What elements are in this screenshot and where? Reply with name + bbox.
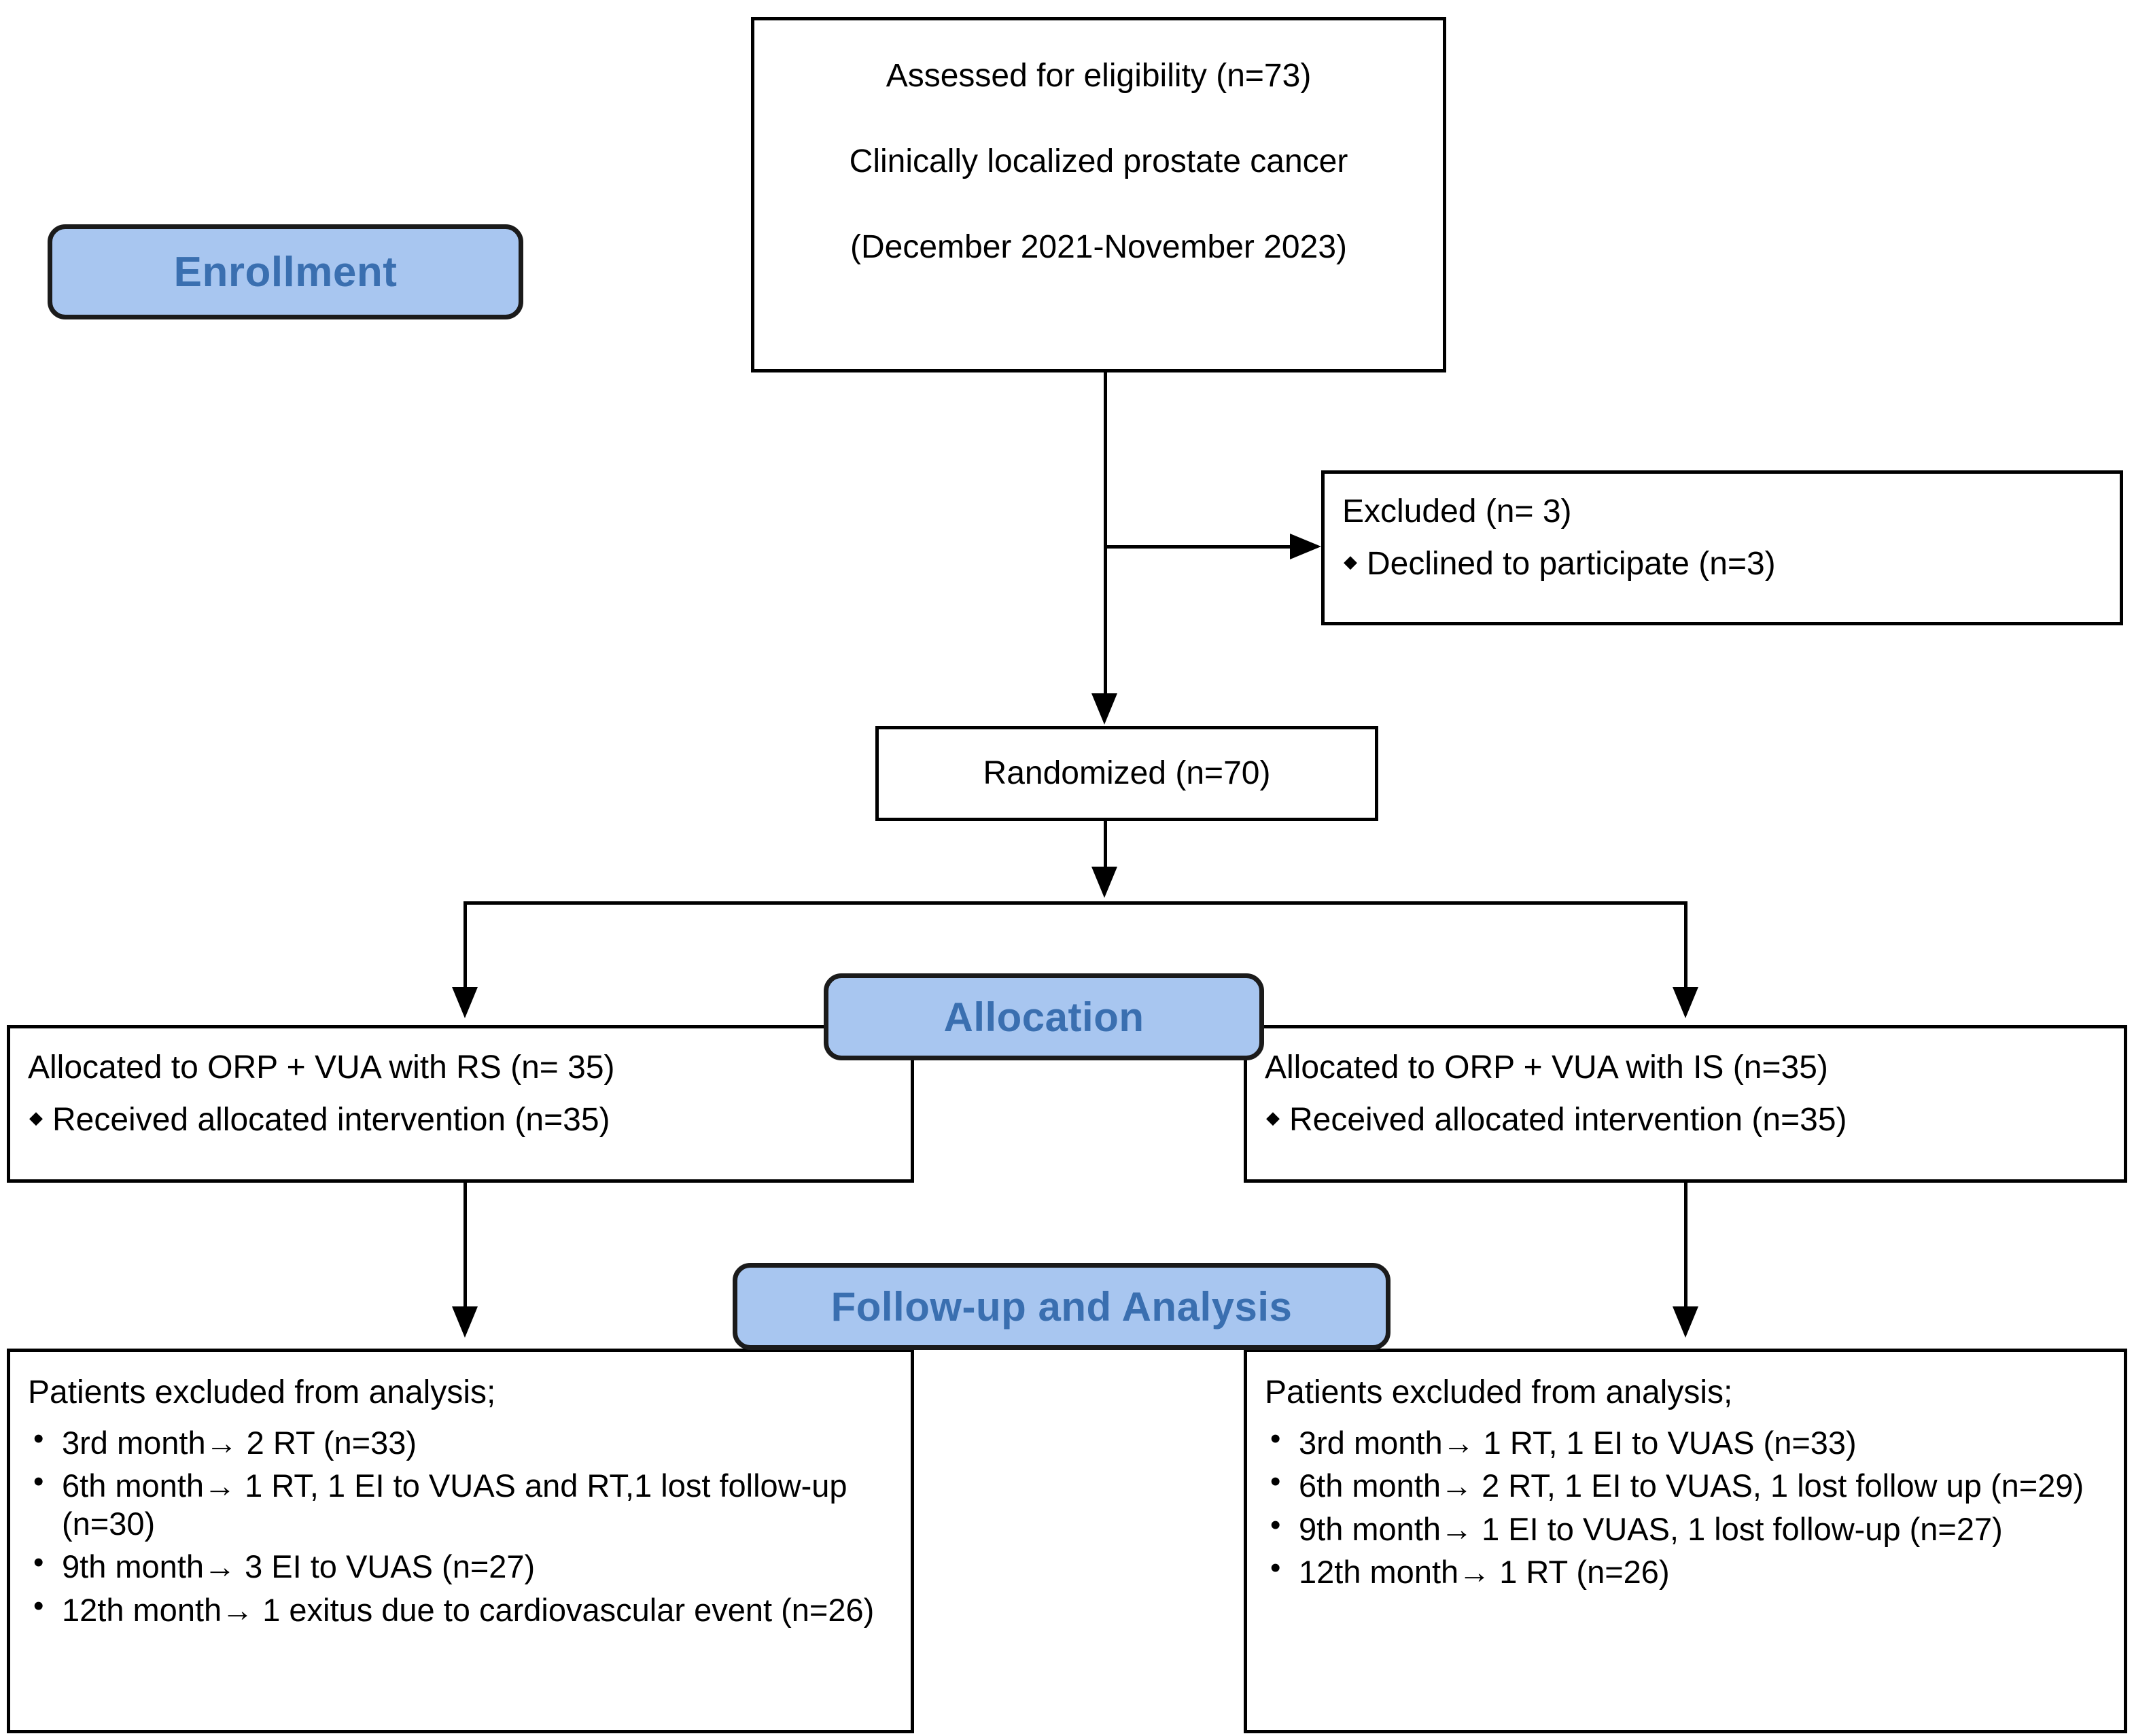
followup-box-right: Patients excluded from analysis; 3rd mon… <box>1244 1349 2127 1733</box>
connector-enrollment-to-randomized <box>1104 372 1107 710</box>
stage-badge-enrollment: Enrollment <box>48 224 523 319</box>
stage-badge-allocation: Allocation <box>824 973 1264 1060</box>
connector-to-excluded <box>1104 545 1291 549</box>
list-item: 12th month→ 1 RT (n=26) <box>1265 1550 2106 1591</box>
arrowhead-right-followup <box>1673 1306 1698 1338</box>
randomized-box: Randomized (n=70) <box>875 726 1378 821</box>
followup-left-heading: Patients excluded from analysis; <box>28 1374 496 1410</box>
allocation-right-heading: Allocated to ORP + VUA with IS (n=35) <box>1265 1049 1828 1086</box>
stage-badge-enrollment-label: Enrollment <box>173 248 398 296</box>
connector-right-allocation-to-followup <box>1684 1183 1687 1312</box>
arrowhead-randomized-split <box>1091 867 1117 898</box>
list-item: Received allocated intervention (n=35) <box>28 1103 893 1137</box>
list-item: Received allocated intervention (n=35) <box>1265 1103 2106 1137</box>
list-item: 6th month→ 1 RT, 1 EI to VUAS and RT,1 l… <box>28 1464 893 1542</box>
stage-badge-allocation-label: Allocation <box>943 994 1144 1040</box>
stage-badge-followup-label: Follow-up and Analysis <box>830 1283 1293 1330</box>
connector-split-left-drop <box>463 901 467 991</box>
connector-randomized-stem <box>1104 821 1107 874</box>
arrowhead-to-randomized <box>1091 693 1117 725</box>
allocation-left-heading: Allocated to ORP + VUA with RS (n= 35) <box>28 1049 615 1086</box>
enrollment-line-2: Clinically localized prostate cancer <box>849 143 1348 179</box>
enrollment-line-3: (December 2021-November 2023) <box>850 229 1347 265</box>
allocation-box-left: Allocated to ORP + VUA with RS (n= 35) R… <box>7 1025 914 1183</box>
arrowhead-to-excluded <box>1290 534 1321 559</box>
connector-left-allocation-to-followup <box>463 1183 467 1312</box>
list-item: Declined to participate (n=3) <box>1342 546 2102 581</box>
connector-split-right-drop <box>1684 901 1687 991</box>
followup-box-left: Patients excluded from analysis; 3rd mon… <box>7 1349 914 1733</box>
allocation-box-right: Allocated to ORP + VUA with IS (n=35) Re… <box>1244 1025 2127 1183</box>
arrowhead-right-allocation <box>1673 987 1698 1018</box>
connector-split-bar <box>463 901 1687 905</box>
enrollment-line-1: Assessed for eligibility (n=73) <box>886 58 1312 94</box>
stage-badge-followup: Follow-up and Analysis <box>733 1263 1390 1350</box>
list-item: 3rd month→ 2 RT (n=33) <box>28 1421 893 1461</box>
list-item: 6th month→ 2 RT, 1 EI to VUAS, 1 lost fo… <box>1265 1464 2106 1504</box>
enrollment-box: Assessed for eligibility (n=73) Clinical… <box>751 17 1446 372</box>
arrowhead-left-allocation <box>452 987 478 1018</box>
list-item: 9th month→ 1 EI to VUAS, 1 lost follow-u… <box>1265 1508 2106 1548</box>
randomized-label: Randomized (n=70) <box>983 755 1271 791</box>
excluded-list: Declined to participate (n=3) <box>1342 546 2102 581</box>
excluded-heading: Excluded (n= 3) <box>1342 493 1572 530</box>
list-item: 9th month→ 3 EI to VUAS (n=27) <box>28 1545 893 1585</box>
followup-left-list: 3rd month→ 2 RT (n=33) 6th month→ 1 RT, … <box>28 1421 893 1629</box>
followup-right-heading: Patients excluded from analysis; <box>1265 1374 1733 1410</box>
allocation-left-list: Received allocated intervention (n=35) <box>28 1103 893 1137</box>
list-item: 12th month→ 1 exitus due to cardiovascul… <box>28 1589 893 1629</box>
list-item: 3rd month→ 1 RT, 1 EI to VUAS (n=33) <box>1265 1421 2106 1461</box>
allocation-right-list: Received allocated intervention (n=35) <box>1265 1103 2106 1137</box>
followup-right-list: 3rd month→ 1 RT, 1 EI to VUAS (n=33) 6th… <box>1265 1421 2106 1591</box>
excluded-box: Excluded (n= 3) Declined to participate … <box>1321 470 2123 625</box>
arrowhead-left-followup <box>452 1306 478 1338</box>
